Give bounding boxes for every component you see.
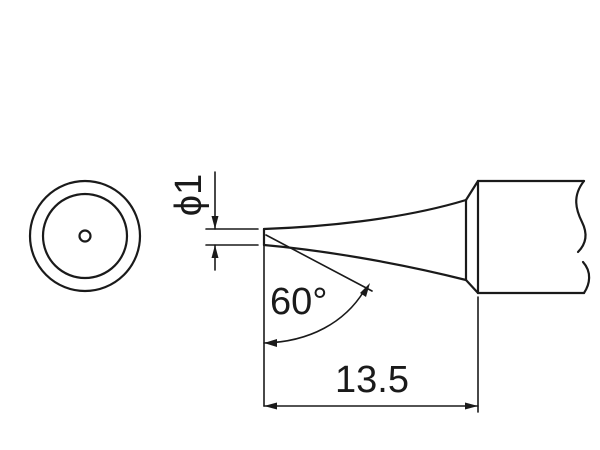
taper-chamfer-bottom — [464, 278, 480, 295]
length-label: 13.5 — [335, 359, 409, 401]
break-line-bottom — [581, 260, 591, 295]
end-view-inner-circle — [41, 192, 129, 280]
length-arrow-left — [264, 402, 277, 410]
cone-lower-profile — [262, 243, 468, 282]
angle-arc — [263, 290, 365, 344]
break-line-top — [575, 179, 587, 254]
diameter-arrow-down — [211, 216, 219, 229]
tip-end-view — [28, 179, 142, 293]
length-dimension: 13.5 — [263, 296, 479, 413]
end-view-tip-point — [78, 229, 92, 243]
taper-chamfer-top — [464, 179, 480, 202]
diameter-arrow-up — [211, 245, 219, 258]
diameter-dimension: ϕ1 — [168, 171, 259, 271]
diameter-label: ϕ1 — [168, 174, 210, 216]
angle-leg-upper — [265, 234, 373, 292]
angle-dimension: 60° — [263, 234, 373, 407]
angle-arrow-left — [264, 339, 277, 347]
length-arrow-right — [465, 402, 478, 410]
tip-side-view — [262, 179, 591, 295]
cone-upper-profile — [262, 198, 468, 231]
angle-label: 60° — [270, 281, 327, 323]
end-view-outer-circle — [28, 179, 142, 293]
angle-arrow-right — [360, 283, 370, 297]
